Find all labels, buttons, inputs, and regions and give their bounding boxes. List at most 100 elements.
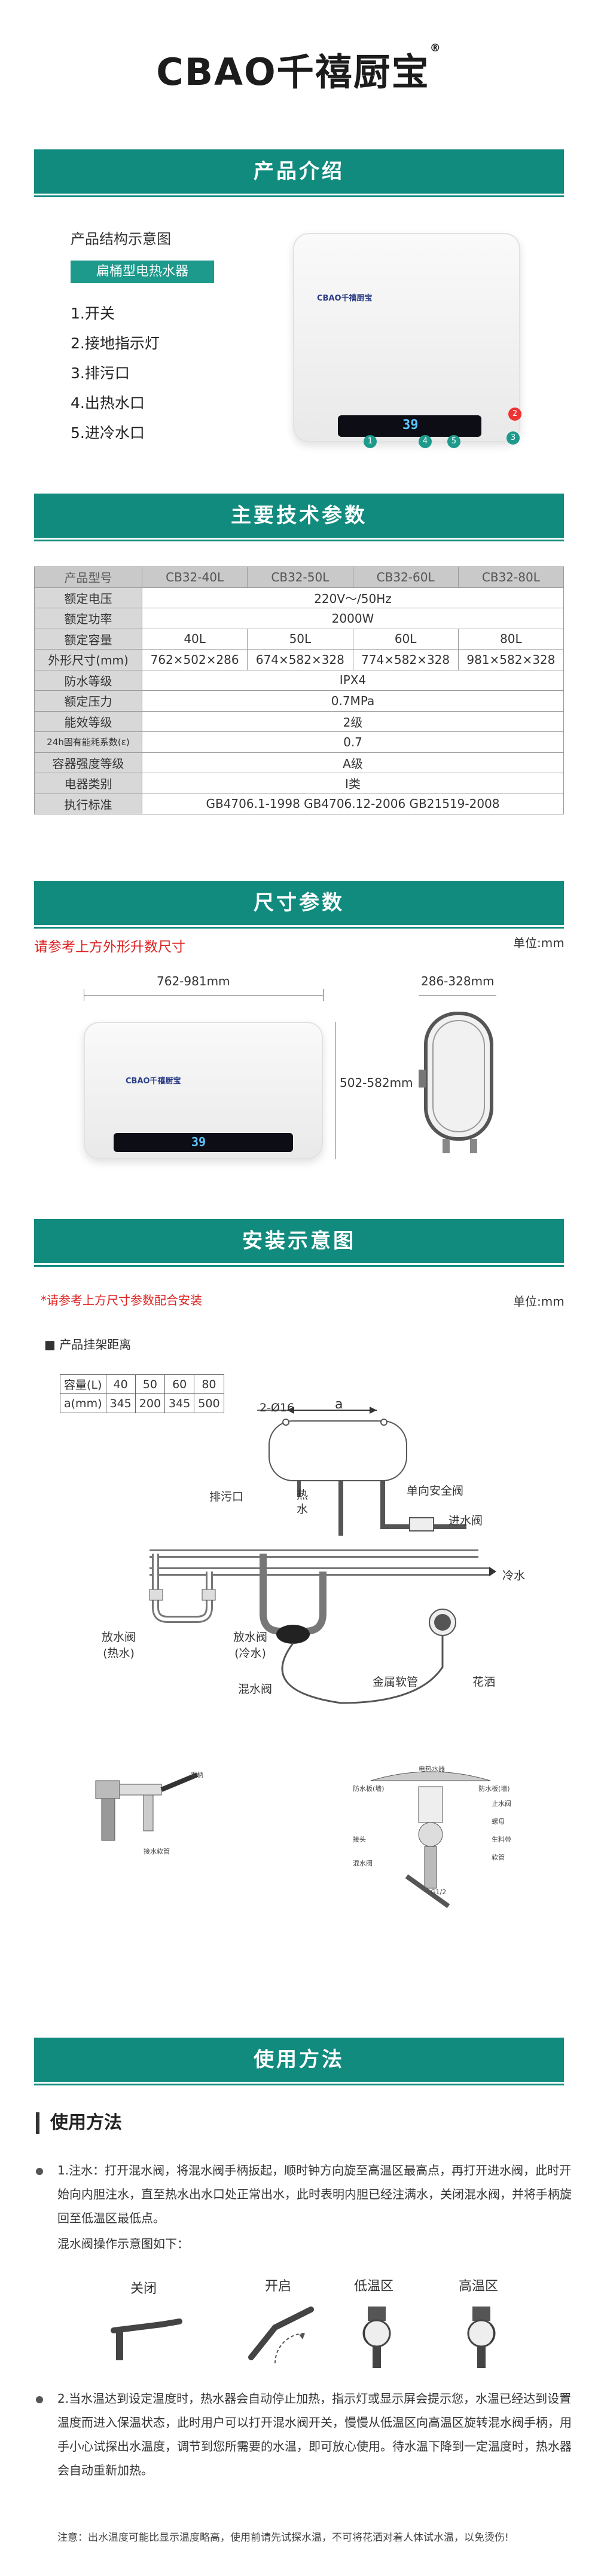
label-hot: 热水 [297, 1488, 309, 1516]
table-row: 电器类别 I类 [34, 773, 564, 794]
depth-label: 286-328mm [421, 974, 495, 988]
heater-logo: CBAO千禧厨宝 [317, 294, 373, 303]
bullet-icon [36, 2396, 43, 2403]
width-dimension-line [84, 995, 323, 996]
marker-4: 4 [419, 435, 432, 448]
label-thread: 生料带 [492, 1836, 511, 1843]
label-joint: 接头 [353, 1836, 366, 1843]
mode-low-label: 低温区 [353, 2279, 393, 2294]
table-row: 外形尺寸(mm) 762×502×286 674×582×328 774×582… [34, 649, 565, 670]
part-item: 4.出热水口 [71, 394, 145, 412]
table-cell: 60L [352, 628, 459, 650]
table-cell: 220V～/50Hz [142, 587, 564, 608]
table-cell: 50 [135, 1374, 166, 1394]
table-cell: IPX4 [142, 669, 564, 691]
label-holes: 2-Ø16 [260, 1401, 295, 1414]
label-handle: 手柄 [190, 1771, 203, 1779]
display-readout: 39 [402, 418, 419, 433]
marker-2: 2 [508, 408, 521, 421]
table-cell: 外形尺寸(mm) [34, 649, 142, 670]
usage-subtitle: 使用方法 [36, 2112, 122, 2134]
label-water-proof: 防水板(墙) [353, 1785, 385, 1793]
usage-step-1: 1.注水：打开混水阀，将混水阀手柄扳起，顺时钟方向旋至高温区最高点，再打开进水阀… [57, 2163, 572, 2225]
bullet-icon [36, 2168, 43, 2175]
table-row: 额定电压 220V～/50Hz [34, 587, 564, 608]
table-cell: a(mm) [60, 1393, 106, 1413]
table-cell: 电器类别 [34, 773, 142, 794]
marker-5: 5 [447, 435, 460, 448]
mode-off-label: 关闭 [130, 2281, 157, 2296]
label-cold: 冷水 [502, 1569, 526, 1582]
usage-step-2: 2.当水温达到设定温度时，热水器会自动停止加热，指示灯或显示屏会提示您，水温已经… [57, 2391, 572, 2477]
table-row: a(mm) 345 200 345 500 [60, 1393, 224, 1413]
table-cell: A级 [142, 752, 564, 773]
structure-title: 产品结构示意图 [71, 231, 171, 247]
label-nut: 螺母 [492, 1818, 505, 1825]
height-label: 502-582mm [340, 1076, 413, 1090]
table-row: 产品型号 CB32-40L CB32-50L CB32-60L CB32-80L [34, 566, 565, 588]
brand-logo: CBAO千禧厨宝® [0, 42, 598, 96]
table-cell: 40 [105, 1374, 136, 1394]
table-cell: 额定电压 [34, 587, 142, 608]
registered-mark: ® [429, 42, 442, 54]
display-readout: 39 [191, 1135, 206, 1149]
part-item: 3.排污口 [71, 365, 130, 382]
label-fitting: 接水软管 [144, 1848, 170, 1855]
heater-logo: CBAO千禧厨宝 [126, 1077, 181, 1086]
table-cell: 500 [194, 1393, 224, 1413]
marker-3: 3 [507, 431, 520, 445]
table-cell: GB4706.1-1998 GB4706.12-2006 GB21519-200… [142, 793, 564, 814]
table-cell: CB32-40L [141, 566, 248, 588]
table-cell: 2级 [142, 710, 564, 732]
table-row: 额定容量 40L 50L 60L 80L [34, 628, 565, 650]
mixer-closed-icon [111, 2318, 182, 2360]
mixer-open-icon [248, 2307, 314, 2364]
bracket-distance-title: ■ 产品挂架距离 [44, 1337, 132, 1352]
label-g12: G1/2 [431, 1888, 447, 1896]
table-cell: 容量(L) [60, 1374, 106, 1394]
mode-open-label: 开启 [264, 2279, 291, 2294]
table-cell: 额定容量 [34, 628, 142, 650]
mixer-low-temp-icon [362, 2307, 391, 2368]
label-valve-cold: 放水阀 (冷水) [233, 1631, 268, 1660]
table-cell: CB32-80L [457, 566, 565, 588]
table-cell: 容器强度等级 [34, 752, 142, 773]
mixer-high-temp-icon [467, 2307, 496, 2368]
bracket-distance-text: 产品挂架距离 [59, 1337, 132, 1352]
table-cell: 80 [194, 1374, 224, 1394]
brand-logo-text: CBAO千禧厨宝 [156, 50, 430, 94]
table-cell: 2000W [142, 608, 564, 629]
control-panel: 39 [338, 415, 481, 437]
table-row: 额定功率 2000W [34, 608, 564, 629]
install-note: *请参考上方尺寸参数配合安装 [41, 1293, 202, 1307]
parts-list: 1.开关 2.接地指示灯 3.排污口 4.出热水口 5.进冷水口 [71, 299, 160, 448]
table-cell: 345 [164, 1393, 195, 1413]
bracket-table: 容量(L) 40 50 60 80 a(mm) 345 200 345 500 [60, 1374, 224, 1413]
spec-table: 产品型号 CB32-40L CB32-50L CB32-60L CB32-80L… [34, 566, 565, 814]
table-row: 容器强度等级 A级 [34, 752, 564, 773]
table-row: 容量(L) 40 50 60 80 [60, 1374, 224, 1394]
marker-1: 1 [364, 435, 377, 448]
mode-high-label: 高温区 [458, 2279, 498, 2294]
installation-diagram [149, 1407, 496, 1704]
table-row: 能效等级 2级 [34, 710, 564, 732]
label-mixer2: 混水阀 [353, 1860, 373, 1867]
table-cell: 60 [164, 1374, 195, 1394]
usage-step-1-diagram-caption: 混水阀操作示意图如下： [57, 2237, 189, 2251]
table-cell: 0.7 [142, 731, 564, 753]
size-unit: 单位:mm [513, 936, 565, 950]
table-row: 24h固有能耗系数(ε) 0.7 [34, 731, 564, 753]
control-panel: 39 [114, 1133, 293, 1152]
label-drain: 排污口 [209, 1490, 244, 1503]
label-safety-valve: 单向安全阀 [407, 1484, 464, 1497]
table-cell: 200 [135, 1393, 166, 1413]
table-cell: CB32-60L [352, 566, 459, 588]
table-row: 执行标准 GB4706.1-1998 GB4706.12-2006 GB2151… [34, 793, 564, 814]
mixer-detail-drawing [95, 1772, 199, 1841]
mount-detail-drawing [370, 1771, 491, 1909]
label-hose2: 软管 [492, 1854, 505, 1861]
table-cell: 50L [247, 628, 353, 650]
label-shower: 花洒 [472, 1676, 496, 1689]
heater-side-view [419, 1012, 493, 1153]
label-hose: 金属软管 [373, 1676, 419, 1689]
